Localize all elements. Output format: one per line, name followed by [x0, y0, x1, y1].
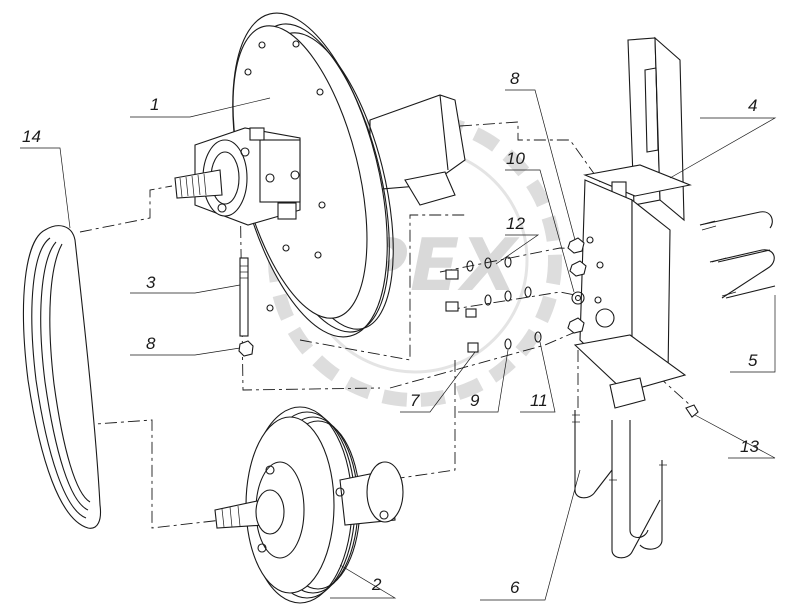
- callout-2: 2: [371, 575, 382, 594]
- callout-7: 7: [410, 391, 420, 410]
- callout-12: 12: [506, 214, 525, 233]
- callout-8-lower: 8: [146, 334, 156, 353]
- callout-4: 4: [748, 96, 757, 115]
- callout-13: 13: [740, 437, 759, 456]
- callout-10: 10: [506, 149, 525, 168]
- part-3-stud: [239, 257, 249, 337]
- part-8-nut-left: [238, 340, 254, 357]
- callout-3: 3: [146, 273, 156, 292]
- callout-9: 9: [470, 391, 480, 410]
- assembly-lines: [79, 121, 691, 529]
- callout-5: 5: [748, 351, 758, 370]
- callout-6: 6: [510, 578, 520, 597]
- part-5-u-bolts: [699, 211, 776, 299]
- callout-14: 14: [22, 127, 41, 146]
- leader-lines: [20, 89, 777, 601]
- part-4-bracket: [573, 36, 692, 409]
- part-2-pulley: [214, 406, 404, 604]
- callout-1: 1: [150, 95, 159, 114]
- part-13-fitting: [685, 404, 699, 418]
- part-6-u-bolts: [572, 410, 667, 559]
- callout-labels: 1 2 3 4 5 6 7 8 8 9 10 11 12 13 14: [22, 69, 759, 597]
- callout-11: 11: [530, 391, 548, 410]
- part-14-belt: [22, 225, 102, 529]
- callout-8-upper: 8: [510, 69, 520, 88]
- small-hardware: [445, 237, 587, 353]
